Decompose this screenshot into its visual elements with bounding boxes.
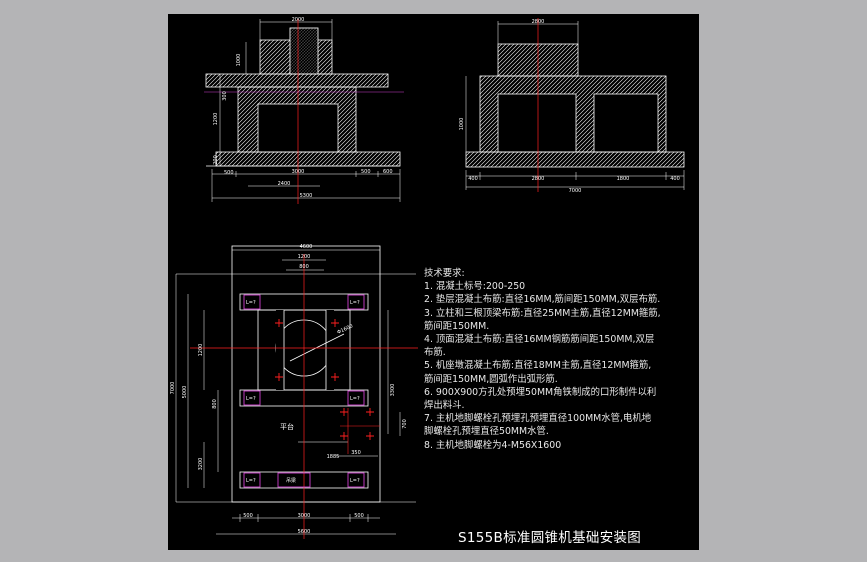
front-dimension-labels: 2000 1000 500 3000 500 600 2400 5300 200… bbox=[213, 17, 393, 199]
box-label-6: L=? bbox=[350, 478, 360, 484]
note-line: 8. 主机地脚螺栓为4-M56X1600 bbox=[424, 439, 562, 451]
drawing-sheet: 2000 1000 500 3000 500 600 2400 5300 200… bbox=[168, 14, 699, 550]
dim-side-bottom-2: 1800 bbox=[617, 176, 630, 182]
dim-plan-left-4: 3200 bbox=[198, 458, 204, 471]
dim-front-total: 5300 bbox=[300, 193, 313, 199]
dim-plan-right-3: 1885 bbox=[327, 454, 340, 460]
plan-boxes bbox=[243, 294, 365, 488]
side-dimension-labels: 2800 1000 400 2800 1800 400 7000 bbox=[459, 19, 680, 194]
dim-plan-right-0: 3300 bbox=[390, 384, 396, 397]
dim-plan-bottom-3: 5600 bbox=[298, 529, 311, 535]
plan-bolt-marks bbox=[275, 319, 374, 440]
anchor-box-center bbox=[277, 472, 311, 488]
dim-plan-left-2: 1200 bbox=[198, 344, 204, 357]
dim-front-left-1: 1200 bbox=[213, 113, 219, 126]
dim-front-sub: 1000 bbox=[236, 54, 242, 67]
side-elevation bbox=[465, 18, 685, 192]
dim-side-bottom-0: 400 bbox=[468, 176, 478, 182]
note-line: 筋间距150MM. bbox=[424, 320, 490, 332]
note-line: 焊出料斗. bbox=[424, 400, 465, 412]
side-base bbox=[465, 151, 685, 168]
dim-plan-top-2: 800 bbox=[299, 264, 309, 270]
anchor-box-1 bbox=[243, 294, 261, 310]
dim-front-mid: 2400 bbox=[278, 181, 291, 187]
bolt-mark-2 bbox=[331, 319, 339, 327]
platform-label: 平台 bbox=[280, 422, 294, 431]
dim-plan-right-2: 350 bbox=[351, 450, 361, 456]
drawing-canvas: 2000 1000 500 3000 500 600 2400 5300 200… bbox=[170, 17, 685, 539]
bolt-mark-7 bbox=[340, 432, 348, 440]
note-line: 6. 900X900方孔处预埋50MM角铁制成的口形制件以利 bbox=[424, 386, 657, 398]
front-top-slab bbox=[205, 73, 389, 88]
box-label-2: L=? bbox=[350, 300, 360, 306]
note-line: 3. 立柱和三根顶梁布筋:直径25MM主筋,直径12MM箍筋, bbox=[424, 307, 661, 319]
box-label-3: L=? bbox=[246, 396, 256, 402]
dim-front-bottom-0: 500 bbox=[224, 170, 234, 176]
dim-front-bottom-1: 3000 bbox=[292, 169, 305, 175]
dim-plan-left-3: 800 bbox=[212, 399, 218, 409]
dim-plan-bottom-0: 500 bbox=[243, 513, 253, 519]
anchor-box-6 bbox=[347, 472, 365, 488]
dim-side-top: 2800 bbox=[532, 19, 545, 25]
side-opening-left bbox=[497, 93, 577, 153]
dim-plan-top-0: 4600 bbox=[300, 244, 313, 250]
technical-notes: 技术要求: 1. 混凝土标号:200-250 2. 垫层混凝土布筋:直径16MM… bbox=[424, 267, 704, 452]
dim-plan-right-1: 700 bbox=[402, 419, 408, 429]
plan-view bbox=[175, 245, 418, 539]
front-base bbox=[215, 151, 401, 167]
dim-side-total: 7000 bbox=[569, 188, 582, 194]
dim-front-top: 2000 bbox=[292, 17, 305, 23]
bolt-mark-3 bbox=[275, 373, 283, 381]
drawing-title: S155B标准圆锥机基础安装图 bbox=[458, 530, 642, 546]
bolt-mark-8 bbox=[366, 432, 374, 440]
dim-side-bottom-3: 400 bbox=[670, 176, 680, 182]
circle-diameter: Φ1600 bbox=[336, 323, 354, 335]
note-line: 布筋. bbox=[424, 347, 446, 359]
bolt-mark-1 bbox=[275, 319, 283, 327]
box-label-5: L=? bbox=[246, 478, 256, 484]
note-line: 筋间距150MM,圆弧作出弧形筋. bbox=[424, 373, 558, 385]
dim-plan-left-1: 5000 bbox=[182, 386, 188, 399]
notes-heading: 技术要求: bbox=[424, 268, 465, 279]
note-line: 脚螺栓孔预埋直径50MM水管. bbox=[424, 426, 549, 438]
dim-front-bottom-3: 600 bbox=[383, 169, 393, 175]
box-label-center: 吊梁 bbox=[286, 477, 296, 484]
dim-front-left-2: 300 bbox=[222, 91, 228, 101]
dim-front-bottom-2: 500 bbox=[361, 169, 371, 175]
box-label-1: L=? bbox=[246, 300, 256, 306]
dim-plan-bottom-1: 3000 bbox=[298, 513, 311, 519]
plan-labels: L=? L=? L=? L=? L=? L=? 吊梁 平台 Φ1600 4600… bbox=[170, 244, 408, 535]
dim-side-left: 1000 bbox=[459, 118, 465, 131]
dim-plan-bottom-2: 500 bbox=[354, 513, 364, 519]
note-line: 5. 机座墩混凝土布筋:直径18MM主筋,直径12MM箍筋, bbox=[424, 360, 652, 372]
anchor-box-2 bbox=[347, 294, 365, 310]
box-label-4: L=? bbox=[350, 396, 360, 402]
note-line: 7. 主机地脚螺栓孔预埋孔预埋直径100MM水管,电机地 bbox=[424, 413, 652, 425]
dim-side-bottom-1: 2800 bbox=[532, 176, 545, 182]
note-line: 4. 顶面混凝土布筋:直径16MM钢筋筋间距150MM,双层 bbox=[424, 334, 655, 346]
bolt-mark-6 bbox=[366, 408, 374, 416]
dim-front-left-0: 200 bbox=[213, 155, 219, 165]
anchor-box-5 bbox=[243, 472, 261, 488]
anchor-box-4 bbox=[347, 390, 365, 406]
side-opening-right bbox=[593, 93, 659, 153]
dim-plan-left-0: 7000 bbox=[170, 382, 176, 395]
anchor-box-3 bbox=[243, 390, 261, 406]
note-line: 1. 混凝土标号:200-250 bbox=[424, 281, 526, 293]
front-elevation bbox=[204, 19, 404, 204]
bolt-mark-4 bbox=[331, 373, 339, 381]
note-line: 2. 垫层混凝土布筋:直径16MM,筋间距150MM,双层布筋. bbox=[424, 294, 661, 306]
dim-plan-top-1: 1200 bbox=[298, 254, 311, 260]
bolt-mark-5 bbox=[340, 408, 348, 416]
